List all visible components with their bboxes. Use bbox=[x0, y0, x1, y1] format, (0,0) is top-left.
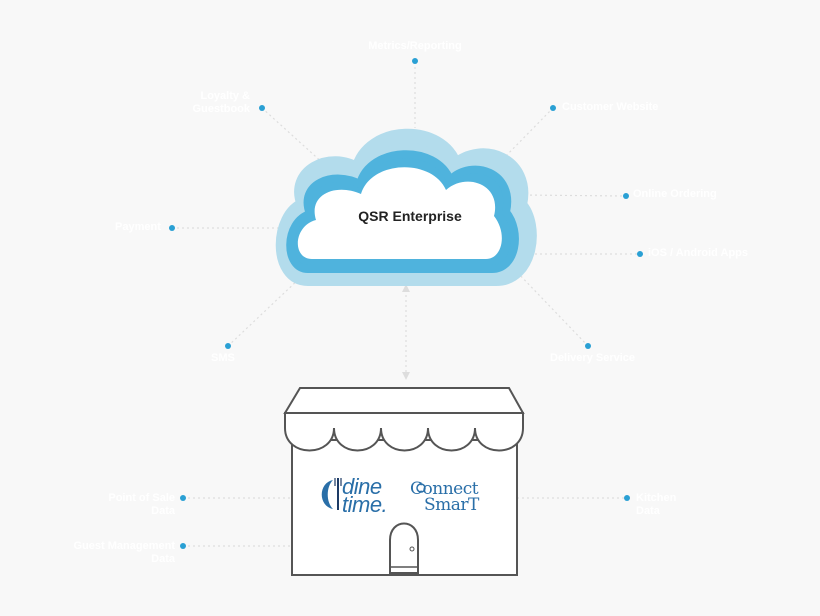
cloud-icon bbox=[275, 128, 537, 286]
label-delivery: Delivery Service bbox=[550, 352, 636, 364]
cloud-title: QSR Enterprise bbox=[358, 208, 462, 224]
label-kitchen: Kitchen Data bbox=[636, 492, 677, 517]
store-door bbox=[389, 522, 419, 574]
dot-customer-website bbox=[550, 105, 556, 111]
label-pos: Point of Sale Data bbox=[108, 492, 175, 517]
connector-customer-website bbox=[499, 107, 554, 163]
brand-dine-word: dine bbox=[342, 474, 382, 499]
dot-apps bbox=[637, 251, 643, 257]
label-payment: Payment bbox=[115, 221, 161, 233]
label-apps: iOS / Android Apps bbox=[648, 247, 749, 259]
dot-guest-mgmt bbox=[180, 543, 186, 549]
brand-connectsmart: Connect SmarT bbox=[410, 479, 479, 515]
dinetime-logo-icon bbox=[321, 478, 342, 510]
door-knob bbox=[409, 546, 415, 552]
label-loyalty: Loyalty & Guestbook bbox=[192, 90, 250, 115]
dot-payment bbox=[169, 225, 175, 231]
node-dots bbox=[169, 58, 643, 549]
store-roof bbox=[283, 387, 525, 414]
connectsmart-mark-icon bbox=[416, 483, 426, 493]
connector-lines bbox=[172, 62, 640, 547]
dot-delivery bbox=[585, 343, 591, 349]
dot-kitchen bbox=[624, 495, 630, 501]
dot-loyalty bbox=[259, 105, 265, 111]
dot-sms bbox=[225, 343, 231, 349]
label-customer-website: Customer Website bbox=[562, 101, 659, 113]
label-online-ordering: Online Ordering bbox=[633, 188, 717, 200]
brand-connect-word: Connect bbox=[410, 479, 479, 499]
brand-time-word: time. bbox=[342, 492, 388, 517]
arrow-up-icon bbox=[402, 284, 410, 292]
connector-online-ordering bbox=[519, 194, 627, 197]
dot-pos bbox=[180, 495, 186, 501]
dot-metrics bbox=[412, 58, 418, 64]
arrow-down-icon bbox=[402, 372, 410, 380]
dot-online-ordering bbox=[623, 193, 629, 199]
store-awning bbox=[284, 412, 524, 452]
connector-delivery bbox=[514, 269, 589, 347]
store-icon bbox=[283, 387, 525, 576]
brand-dinetime: dine time. bbox=[342, 476, 388, 517]
connector-loyalty bbox=[261, 107, 326, 166]
label-metrics: Metrics/Reporting bbox=[368, 40, 462, 52]
brand-smart-word: SmarT bbox=[424, 495, 479, 515]
label-guest-mgmt: Guest Management Data bbox=[73, 540, 175, 565]
connector-sms bbox=[227, 277, 301, 347]
label-sms: SMS bbox=[211, 352, 235, 364]
